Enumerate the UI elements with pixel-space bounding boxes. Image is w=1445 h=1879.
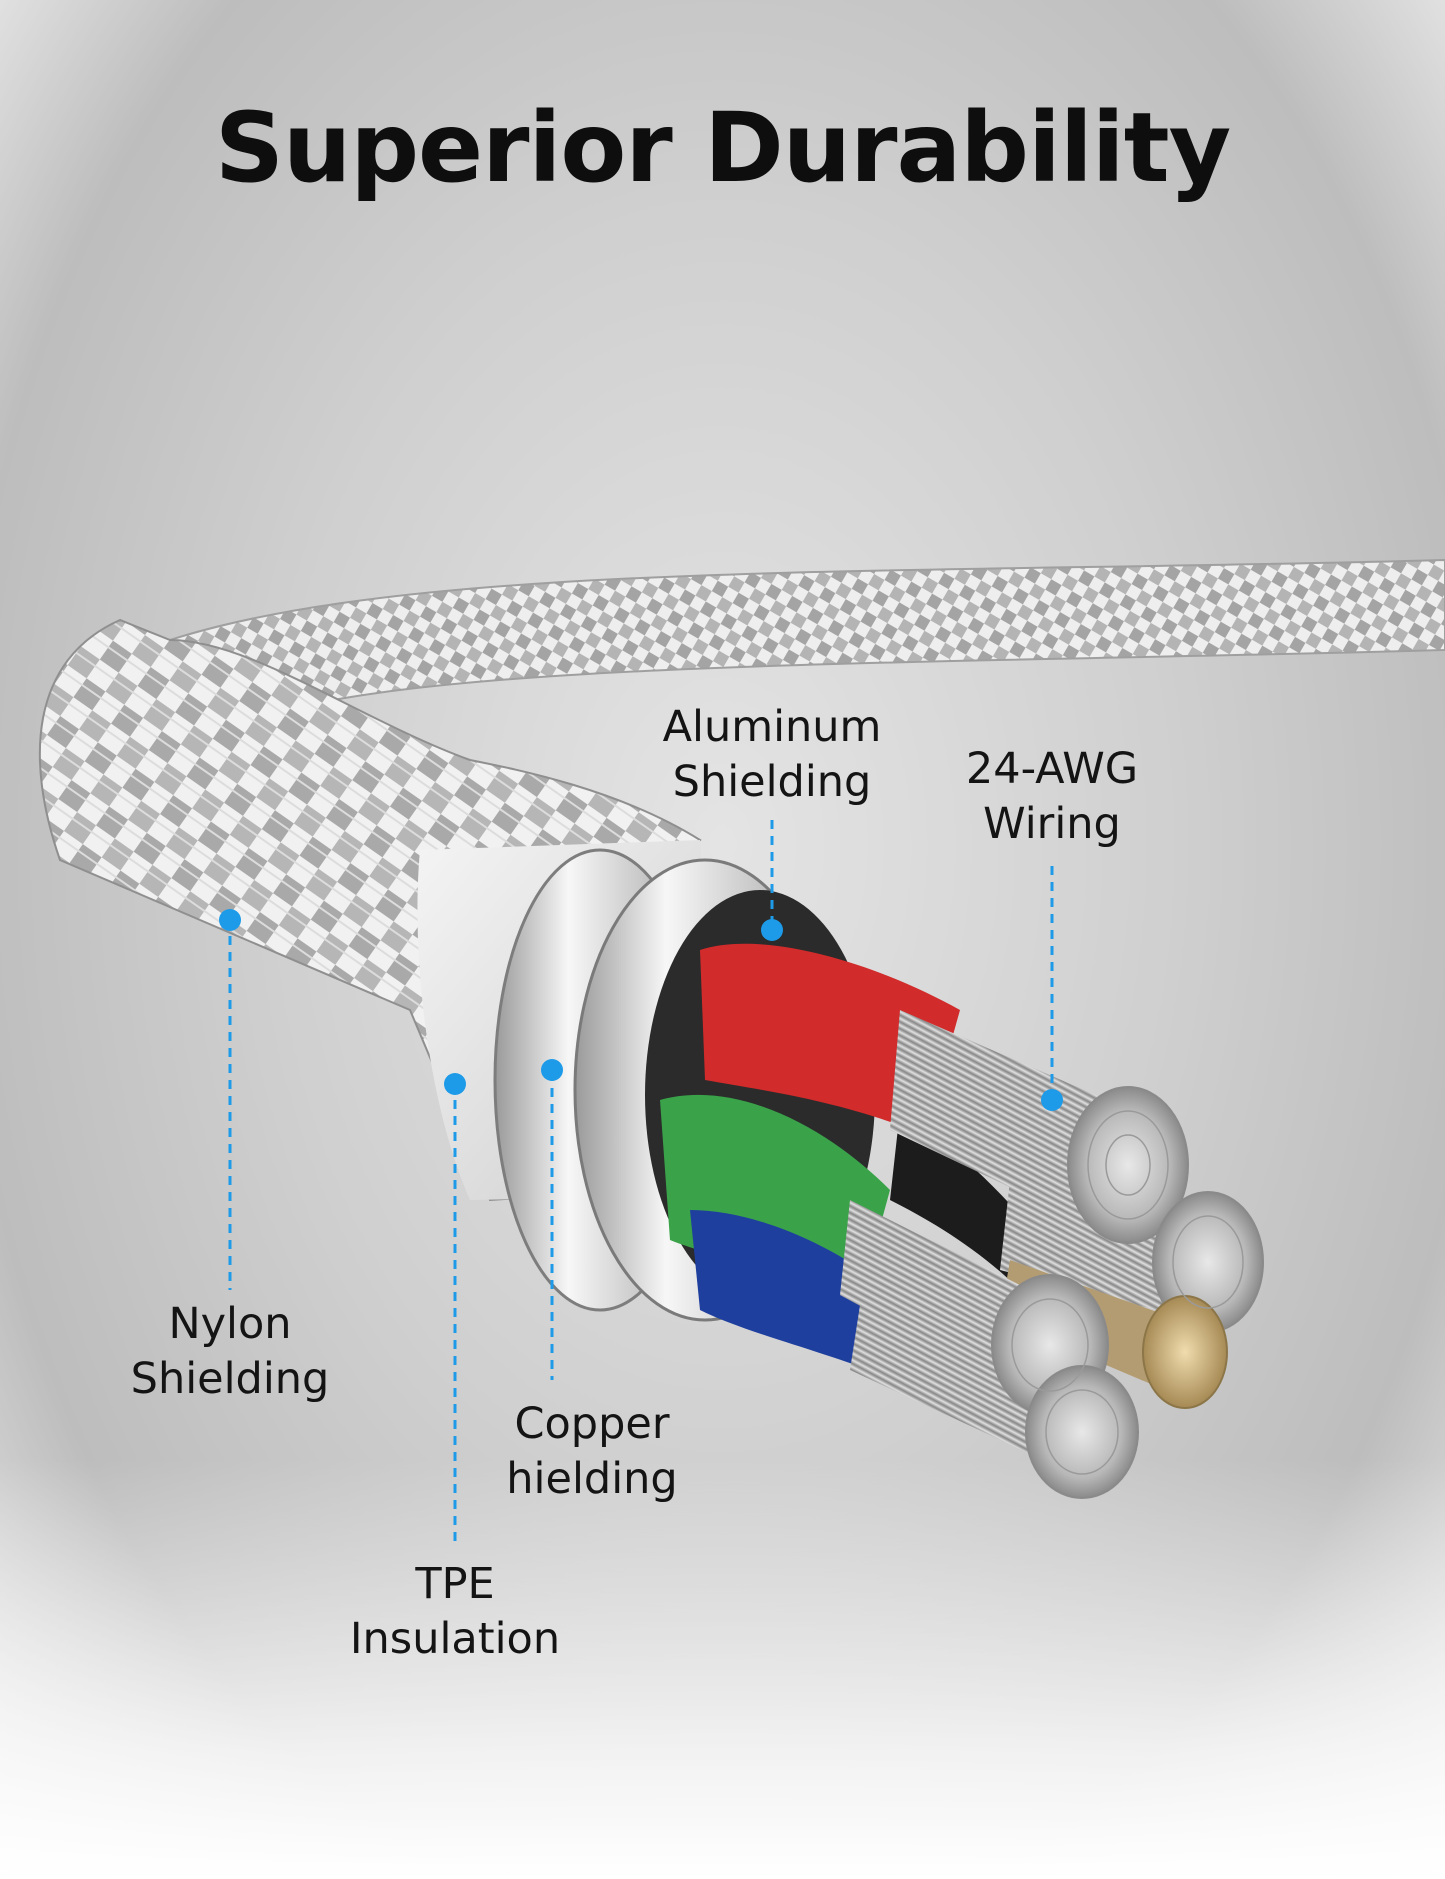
black-wire bbox=[890, 1110, 1040, 1290]
strand-end-tan bbox=[1142, 1295, 1228, 1409]
cable-tail bbox=[168, 558, 1445, 722]
label-nylon-shielding: Nylon Shielding bbox=[130, 1299, 330, 1404]
callout-dot-awg bbox=[1041, 1089, 1063, 1111]
callout-dot-aluminum bbox=[761, 919, 783, 941]
label-copper-shielding: Copper hielding bbox=[506, 1399, 678, 1504]
callout-dot-nylon bbox=[219, 909, 241, 931]
background-fade bbox=[0, 1459, 1445, 1879]
label-tpe-insulation: TPE Insulation bbox=[349, 1559, 561, 1664]
label-24awg-wiring: 24-AWG Wiring bbox=[965, 744, 1139, 849]
blue-wire bbox=[690, 1210, 890, 1370]
page-title: Superior Durability bbox=[214, 92, 1231, 204]
callout-dot-tpe bbox=[444, 1073, 466, 1095]
strand-end-blue bbox=[1025, 1365, 1139, 1499]
strand-blue bbox=[850, 1305, 1080, 1470]
label-aluminum-shielding: Aluminum Shielding bbox=[662, 702, 882, 807]
callout-dot-copper bbox=[541, 1059, 563, 1081]
strand-end-red bbox=[1067, 1086, 1189, 1244]
